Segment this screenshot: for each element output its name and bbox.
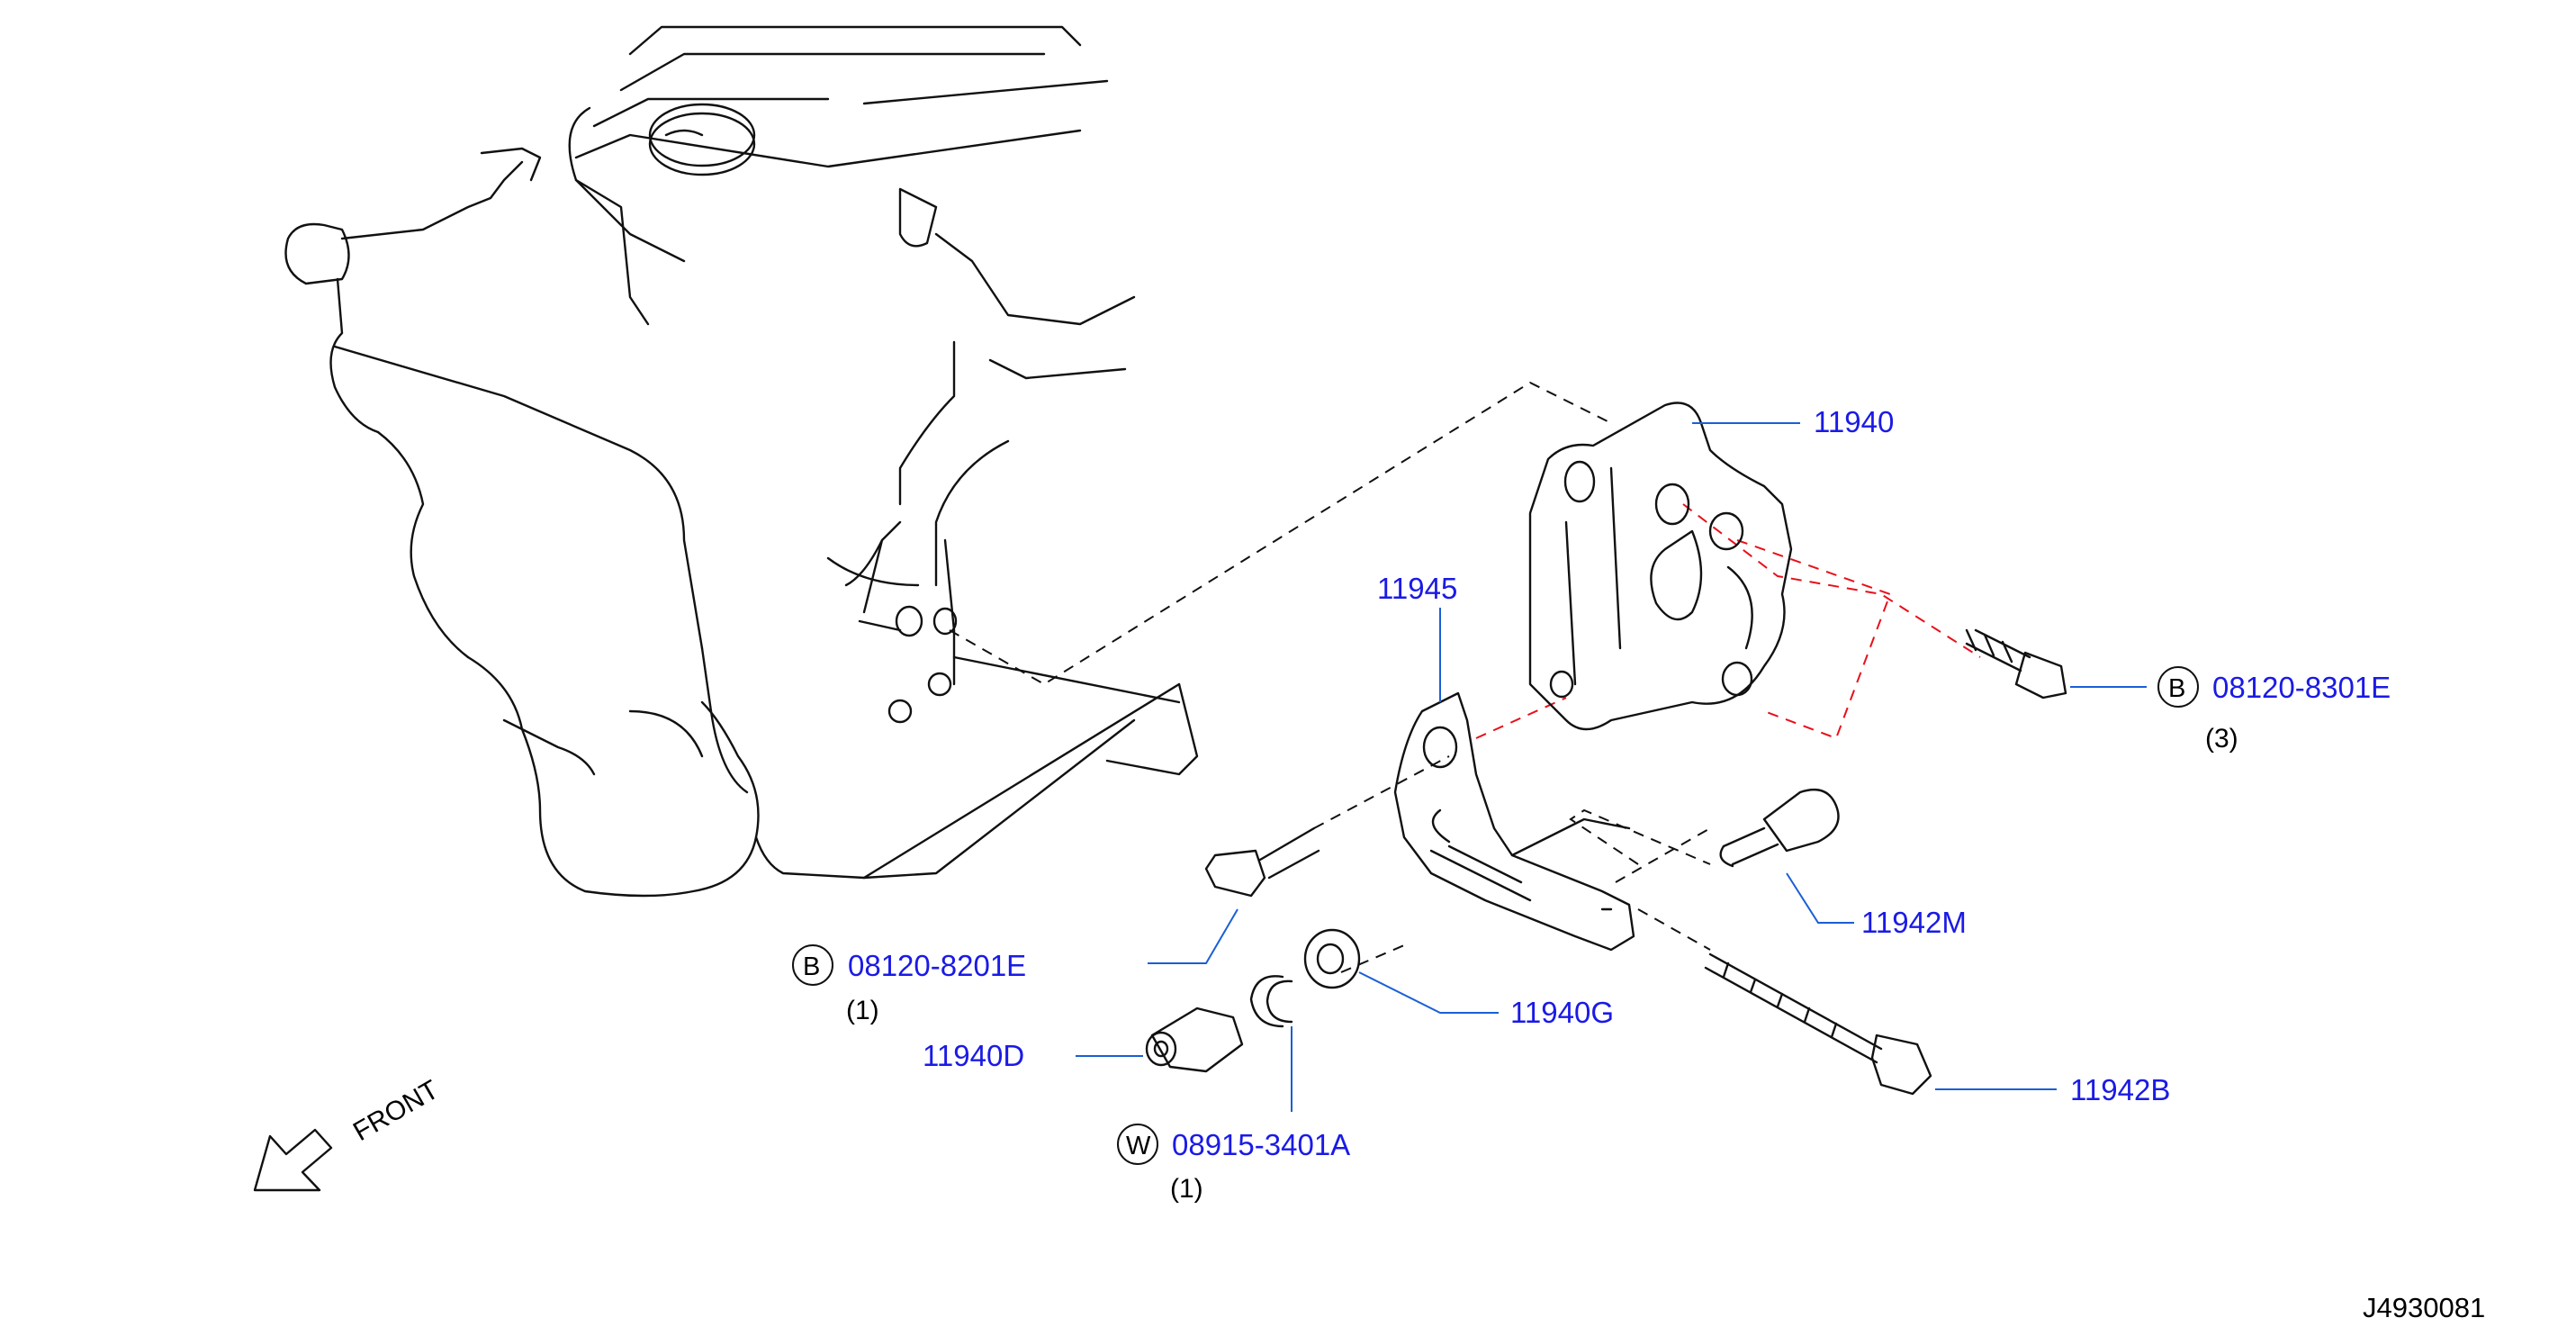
- washer-11940g: [1303, 928, 1361, 989]
- dashed-line-bolt-0812082: [1313, 755, 1450, 829]
- bolt-marker-letter: B: [2168, 674, 2185, 703]
- bracket-11940: [1528, 402, 1793, 731]
- spacer-11940d: [1145, 1007, 1244, 1073]
- washer-marker-letter: W: [1126, 1132, 1151, 1160]
- bolt-11942b: [1704, 952, 1932, 1096]
- dashed-line-bolt-11942m: [1569, 808, 1711, 883]
- front-label: FRONT: [348, 1075, 444, 1147]
- washer-marker-circle: [1117, 1124, 1158, 1165]
- bolt-08120-8201e: [1204, 826, 1320, 898]
- leader-11940g: [1358, 971, 1499, 1014]
- quantity-08120-8201e: (1): [846, 996, 879, 1025]
- part-number-08120-8301e[interactable]: 08120-8301E: [2212, 671, 2391, 704]
- dashed-line-washers: [1340, 944, 1405, 973]
- diagram-code: J4930081: [2363, 1292, 2485, 1323]
- part-number-08915-3401a[interactable]: 08915-3401A: [1172, 1128, 1350, 1161]
- part-number-11942m[interactable]: 11942M: [1861, 906, 1967, 939]
- part-number-11942b[interactable]: 11942B: [2070, 1073, 2170, 1106]
- part-number-11940d[interactable]: 11940D: [923, 1039, 1024, 1072]
- bracket-11945: [1393, 691, 1635, 952]
- leader-08120-8201e: [1148, 908, 1238, 964]
- leader-11942m: [1786, 872, 1854, 924]
- spring-washer-08915-3401a: [1249, 975, 1293, 1028]
- bolt-08120-8301e: [1965, 628, 2067, 700]
- bolt-11942m: [1719, 788, 1840, 868]
- part-number-08120-8201e[interactable]: 08120-8201E: [848, 949, 1026, 982]
- bolt-marker-circle: [2157, 666, 2199, 708]
- part-number-11940[interactable]: 11940: [1814, 405, 1894, 438]
- quantity-08915-3401a: (1): [1170, 1174, 1203, 1204]
- dashed-line-engine-to-bracket: [949, 381, 1612, 686]
- front-arrow-icon: [253, 1128, 333, 1192]
- part-number-11945[interactable]: 11945: [1377, 572, 1457, 605]
- bolt-marker-circle: [792, 944, 833, 986]
- quantity-08120-8301e: (3): [2205, 724, 2238, 754]
- bolt-marker-letter: B: [803, 952, 820, 981]
- engine-illustration: [284, 25, 1199, 898]
- red-dashed-lines: [1475, 503, 1981, 740]
- part-number-11940g[interactable]: 11940G: [1510, 996, 1614, 1029]
- dashed-line-bolt-11942b: [1637, 908, 1711, 951]
